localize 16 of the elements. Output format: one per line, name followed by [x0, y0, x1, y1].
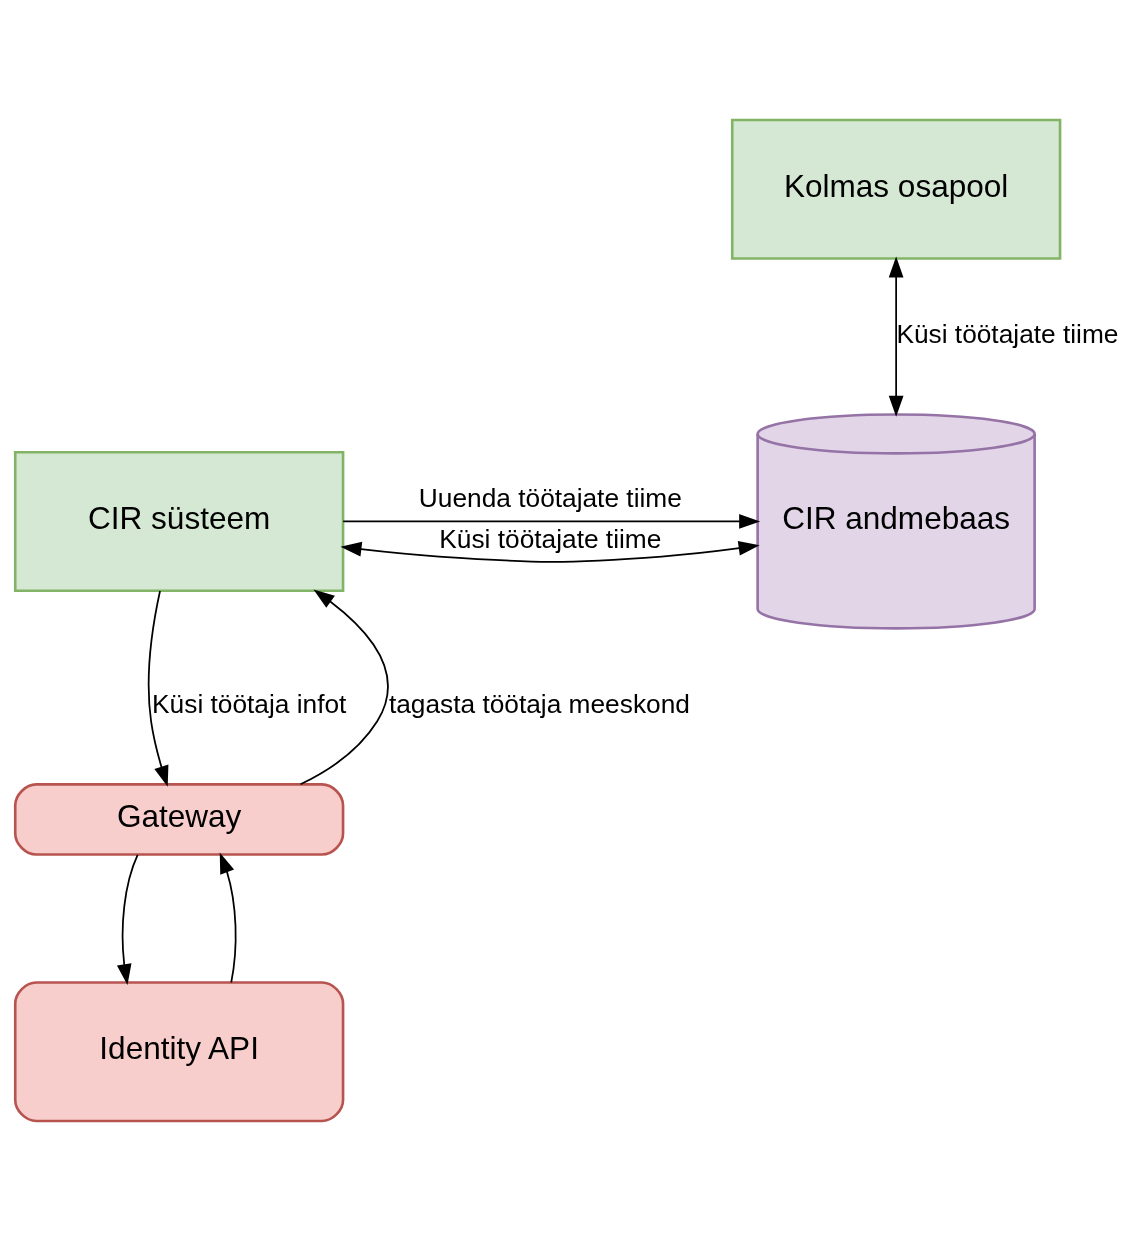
edge-label: tagasta töötaja meeskond: [388, 688, 690, 719]
arrow: [299, 588, 389, 785]
edge-label: Uuenda töötajate tiime: [418, 482, 682, 513]
arrow: [340, 540, 760, 563]
edge-label: Küsi töötaja infot: [152, 688, 347, 719]
node-box: CIR süsteem: [13, 450, 345, 592]
arrow: [888, 255, 904, 417]
node-box: Gateway: [13, 782, 345, 856]
arrow: [342, 513, 761, 529]
arrow: [147, 589, 169, 787]
node-box: Identity API: [13, 980, 345, 1122]
node-box: Kolmas osapool: [730, 118, 1062, 260]
arrow: [116, 853, 139, 985]
arrow: [219, 852, 237, 983]
edge-label: Küsi töötajate tiime: [439, 523, 662, 554]
edge-label: Küsi töötajate tiime: [896, 318, 1119, 349]
